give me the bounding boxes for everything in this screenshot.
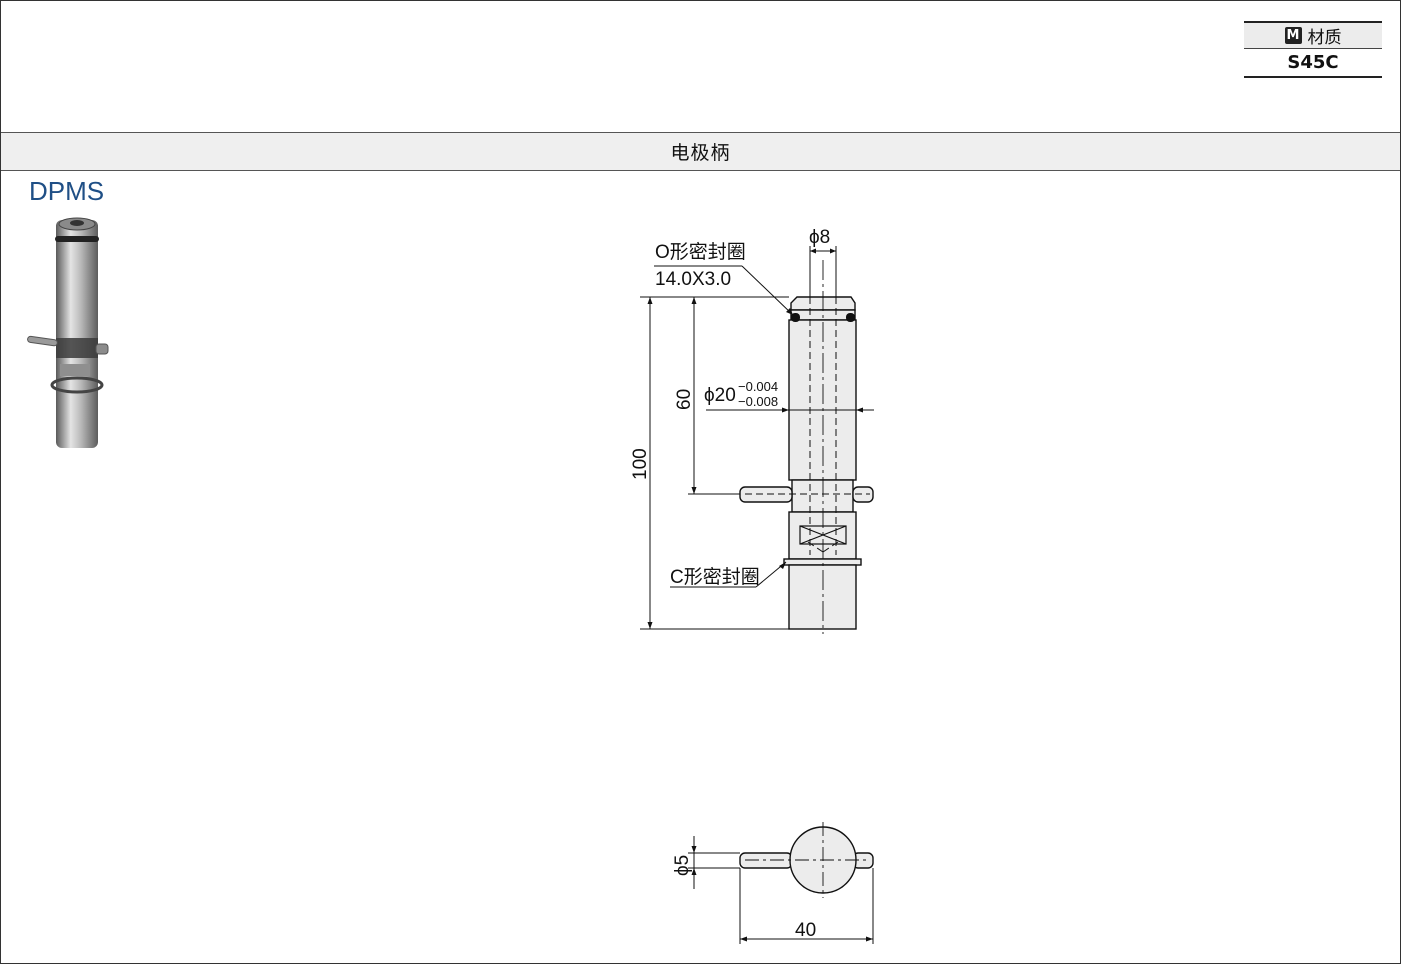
top-view-dimensions — [688, 836, 874, 944]
section-title: 电极柄 — [1, 132, 1400, 171]
dim-pin-dia: ϕ5 — [672, 855, 693, 876]
o-ring-label: O形密封圈 — [655, 241, 746, 263]
material-m-icon: M — [1284, 27, 1302, 44]
dim-top-dia: ϕ8 — [809, 227, 830, 248]
dim-60: 60 — [674, 389, 695, 410]
c-ring-label: C形密封圈 — [670, 566, 760, 588]
top-view-arrows — [691, 846, 873, 942]
dim-40: 40 — [795, 920, 816, 941]
top-view-centerlines — [745, 822, 870, 898]
hidden-bore — [745, 297, 870, 555]
product-photo — [27, 217, 109, 448]
front-view-body — [739, 296, 874, 630]
o-ring-size: 14.0X3.0 — [655, 269, 731, 290]
dim-shaft-tol-upper: −0.004 — [738, 379, 778, 394]
dim-100: 100 — [630, 448, 651, 480]
dimension-lines — [640, 246, 874, 630]
product-code: DPMS — [29, 176, 105, 206]
material-header: M 材质 — [1244, 21, 1382, 49]
material-value: S45C — [1244, 49, 1382, 78]
dimension-arrows — [647, 248, 863, 629]
dim-shaft-dia: ϕ20 — [704, 385, 736, 406]
dim-shaft-tol-lower: −0.008 — [738, 394, 778, 409]
material-table: M 材质 S45C — [1244, 21, 1382, 78]
material-label: 材质 — [1307, 28, 1342, 48]
o-ring — [791, 313, 855, 322]
